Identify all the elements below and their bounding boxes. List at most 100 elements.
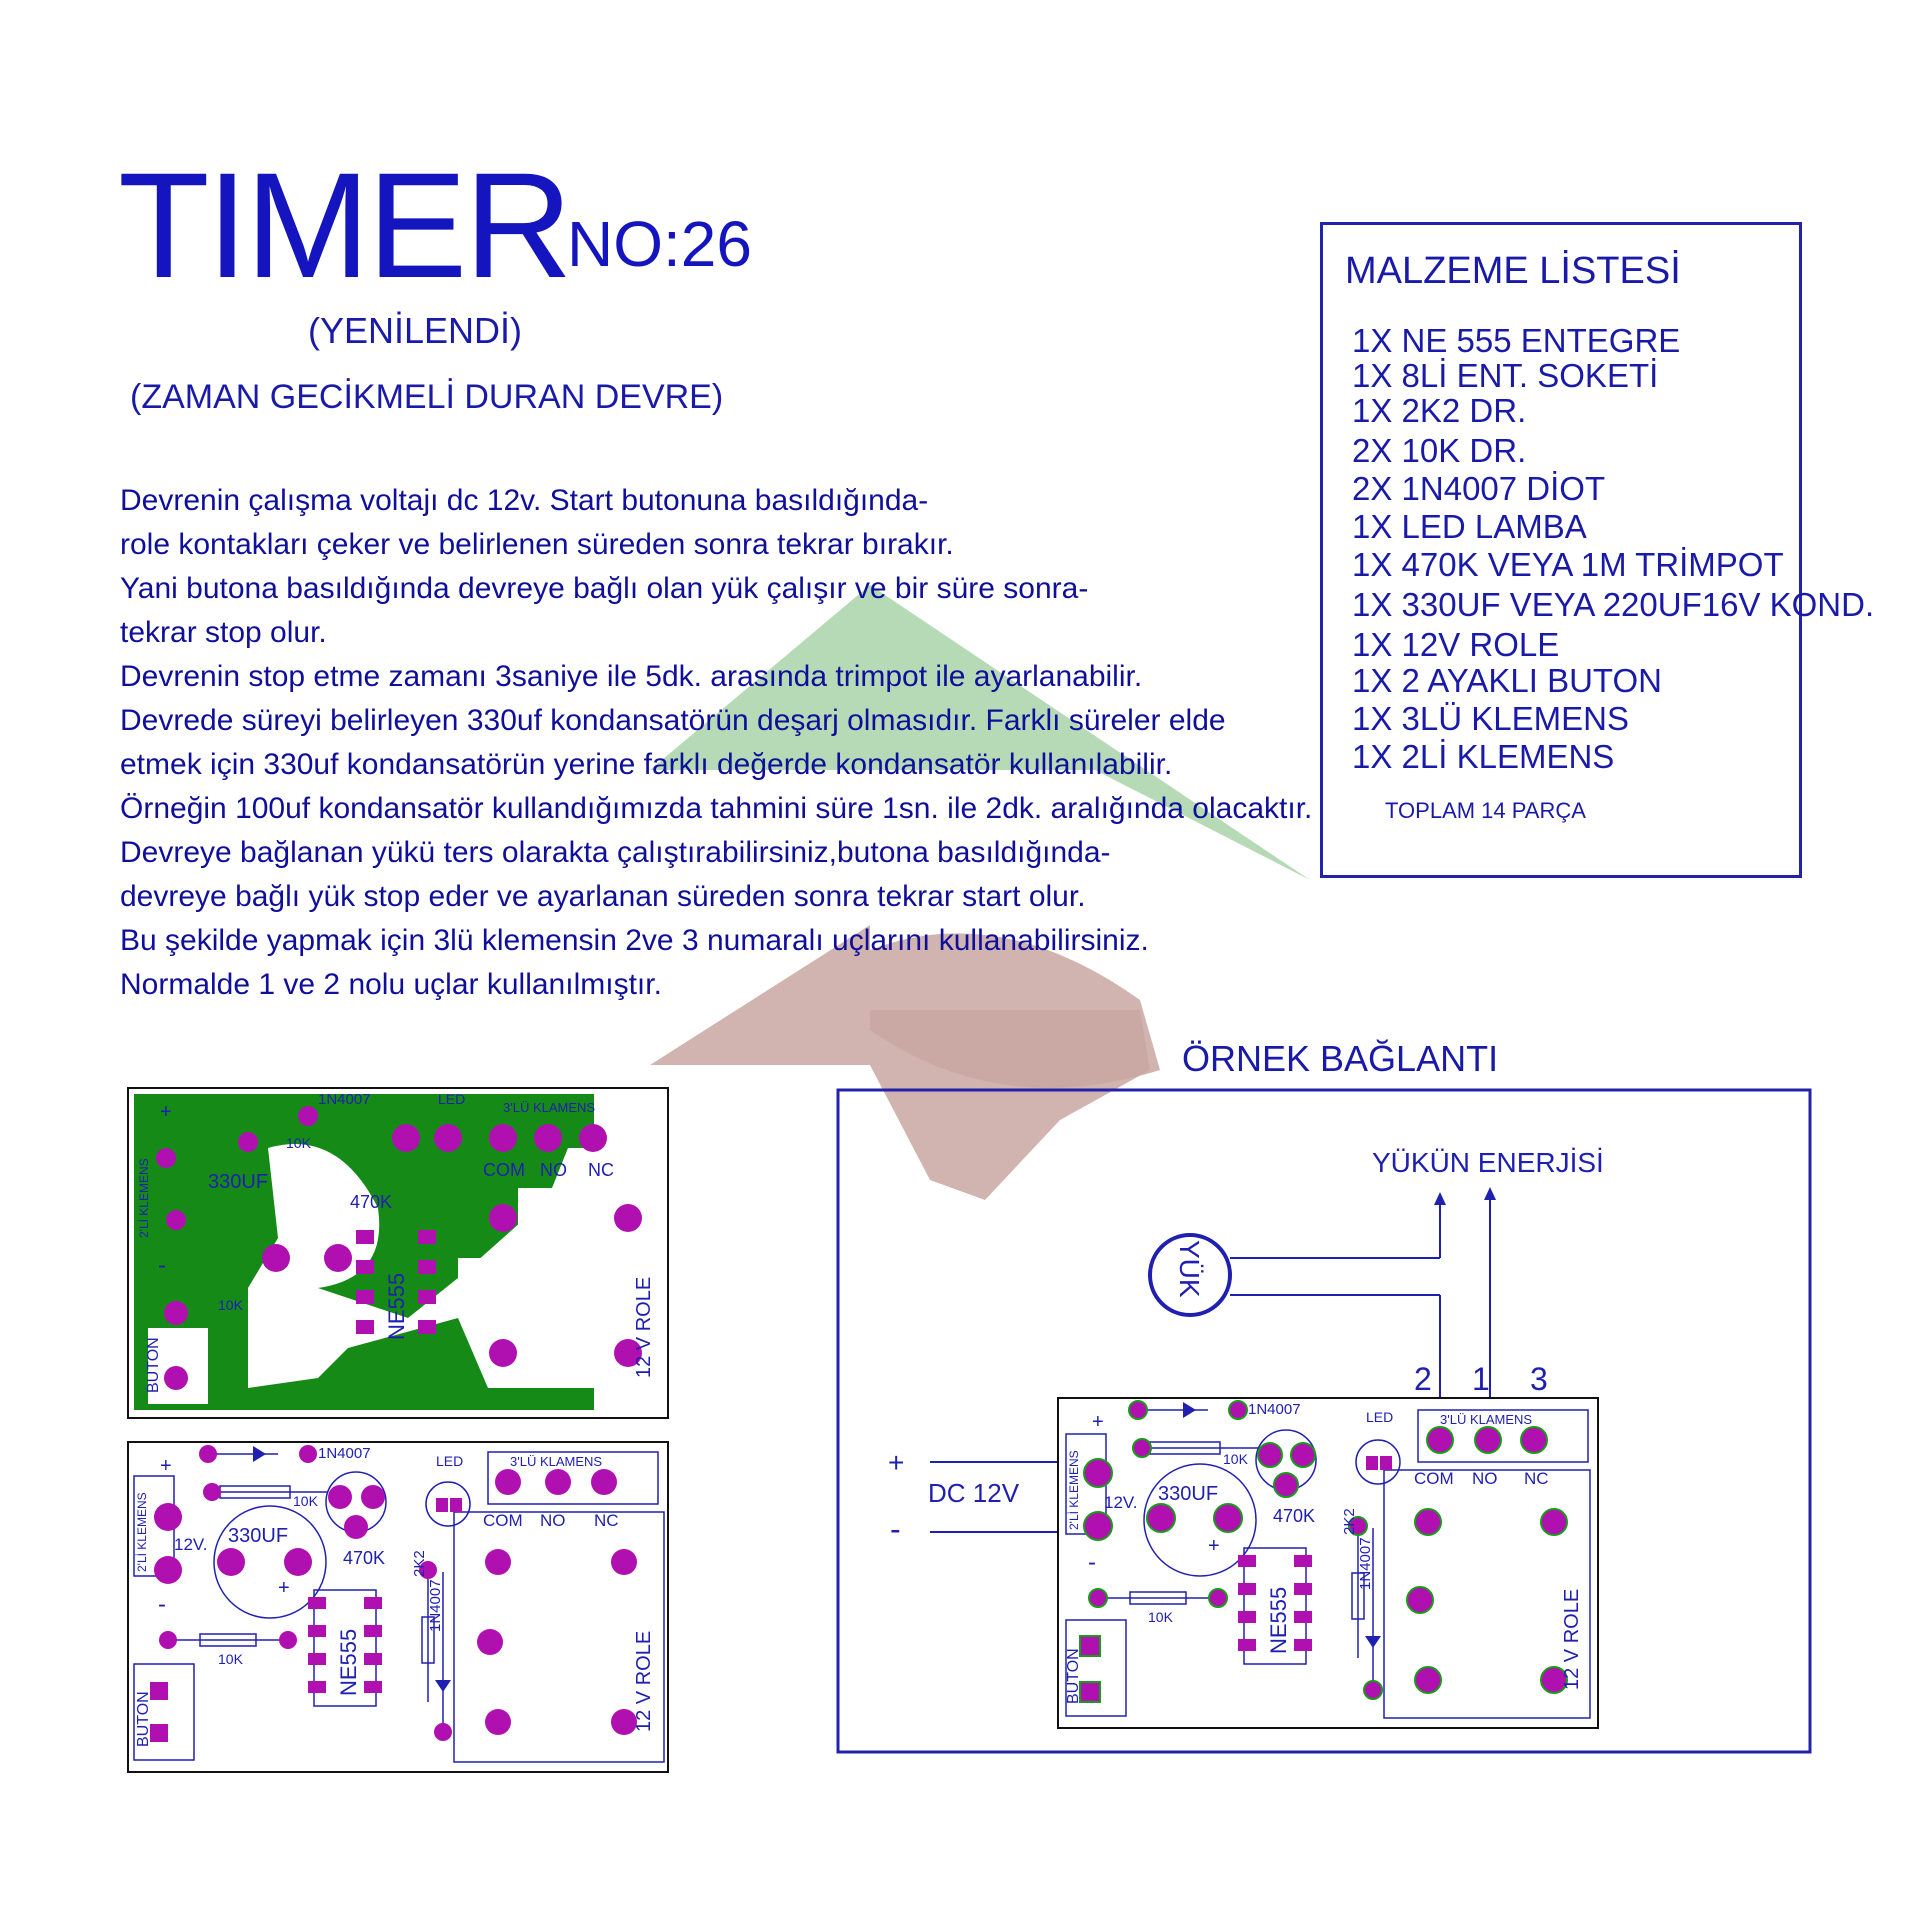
parts-list-item: 1X NE 555 ENTEGRE	[1352, 322, 1681, 359]
pcb2-10k-b-label: 10K	[218, 1651, 244, 1667]
example-connection-title: ÖRNEK BAĞLANTI	[1182, 1038, 1499, 1079]
description-line: Devrenin çalışma voltajı dc 12v. Start b…	[120, 484, 929, 517]
pcb1-no-label: NO	[540, 1160, 567, 1180]
parts-list-item: 1X 2Lİ KLEMENS	[1352, 738, 1615, 775]
pcb2-relay-label: 12 V ROLE	[633, 1631, 655, 1732]
pcb3-no-label: NO	[1472, 1469, 1498, 1488]
description-line: Devrenin stop etme zamanı 3saniye ile 5d…	[120, 660, 1143, 693]
pcb2-12v-label: 12V.	[174, 1535, 207, 1554]
pcb-copper-view: + 1N4007 LED 3'LÜ KLAMENS COM NO NC 330U…	[127, 1087, 669, 1419]
pcb3-led-label: LED	[1366, 1409, 1393, 1425]
pcb2-10k-label: 10K	[293, 1493, 319, 1509]
pcb1-diode-label: 1N4007	[318, 1091, 371, 1108]
pcb2-trimpot-label: 470K	[343, 1548, 385, 1568]
parts-list-item: 1X 330UF VEYA 220UF16V KOND.	[1352, 586, 1875, 623]
pcb1-relay-label: 12 V ROLE	[633, 1277, 655, 1378]
parts-list-title: MALZEME LİSTESİ	[1345, 250, 1681, 292]
pcb3-com-label: COM	[1414, 1469, 1454, 1488]
page-title: TIMER	[118, 141, 573, 309]
parts-list-item: 1X 3LÜ KLEMENS	[1352, 700, 1629, 737]
parts-list-item: 1X 470K VEYA 1M TRİMPOT	[1352, 546, 1784, 583]
pcb1-terminal2-label: 2'Lİ KLEMENS	[137, 1158, 151, 1238]
pcb1-ic-label: NE555	[384, 1273, 409, 1340]
description-line: tekrar stop olur.	[120, 616, 327, 649]
pcb2-cap-plus-label: +	[278, 1577, 290, 1599]
pcb1-10k-b-label: 10K	[218, 1297, 244, 1313]
supply-label: DC 12V	[928, 1478, 1020, 1508]
pcb3-diode-label: 1N4007	[1248, 1401, 1301, 1418]
parts-list-item: 1X 8Lİ ENT. SOKETİ	[1352, 357, 1659, 394]
pcb3-ic-label: NE555	[1266, 1587, 1291, 1654]
parts-list-item: 2X 1N4007 DİOT	[1352, 470, 1606, 507]
description-line: Örneğin 100uf kondansatör kullandığımızd…	[120, 792, 1313, 825]
terminal-number-1: 1	[1472, 1361, 1490, 1397]
pcb3-trimpot-label: 470K	[1273, 1506, 1315, 1526]
pcb2-terminal2-label: 2'Lİ KLEMENS	[135, 1492, 149, 1572]
pcb1-trimpot-label: 470K	[350, 1192, 392, 1212]
pcb1-cap-label: 330UF	[208, 1171, 268, 1193]
pcb1-nc-label: NC	[588, 1160, 614, 1180]
pcb3-plus-label: +	[1092, 1411, 1104, 1433]
pcb1-terminal3-label: 3'LÜ KLAMENS	[503, 1100, 595, 1115]
supply-plus-label: +	[888, 1447, 904, 1478]
pcb1-button-label: BUTON	[145, 1337, 162, 1393]
pcb1-minus-label: -	[158, 1252, 166, 1279]
pcb2-diode-label: 1N4007	[318, 1445, 371, 1462]
pcb1-led-label: LED	[438, 1091, 465, 1107]
description-line: role kontakları çeker ve belirlenen süre…	[120, 528, 954, 561]
parts-list-item: 1X 2K2 DR.	[1352, 392, 1527, 429]
pcb2-cap-label: 330UF	[228, 1525, 288, 1547]
renewed-label: (YENİLENDİ)	[308, 310, 523, 351]
pcb3-minus-label: -	[1088, 1549, 1096, 1576]
pcb1-plus-label: +	[160, 1101, 172, 1123]
description-line: Devrede süreyi belirleyen 330uf kondansa…	[120, 704, 1226, 737]
parts-list-item: 1X 2 AYAKLI BUTON	[1352, 662, 1662, 699]
pcb3-terminal3-label: 3'LÜ KLAMENS	[1440, 1412, 1532, 1427]
description-line: devreye bağlı yük stop eder ve ayarlanan…	[120, 880, 1086, 913]
pcb3-diode2-label: 1N4007	[1357, 1537, 1374, 1590]
parts-total: TOPLAM 14 PARÇA	[1385, 798, 1586, 823]
pcb2-com-label: COM	[483, 1511, 523, 1530]
supply-minus-label: -	[890, 1511, 901, 1547]
pcb2-minus-label: -	[158, 1591, 166, 1618]
pcb3-button-label: BUTON	[1065, 1648, 1082, 1704]
load-energy-label: YÜKÜN ENERJİSİ	[1372, 1147, 1604, 1178]
description-line: Devreye bağlanan yükü ters olarakta çalı…	[120, 836, 1111, 869]
pcb3-nc-label: NC	[1524, 1469, 1549, 1488]
pcb2-ic-label: NE555	[336, 1629, 361, 1696]
subtitle: (ZAMAN GECİKMELİ DURAN DEVRE)	[130, 378, 724, 416]
pcb2-led-label: LED	[436, 1453, 463, 1469]
pcb3-10k-b-label: 10K	[1148, 1609, 1174, 1625]
pcb2-terminal3-label: 3'LÜ KLAMENS	[510, 1454, 602, 1469]
parts-list-item: 2X 10K DR.	[1352, 432, 1527, 469]
pcb3-2k2-label: 2K2	[1341, 1508, 1358, 1535]
example-connection: YÜK YÜKÜN ENERJİSİ 2 1 3 + - DC 12V	[836, 1088, 1812, 1754]
watermark-logo	[650, 585, 1310, 1200]
pcb1-10k-label: 10K	[286, 1135, 312, 1151]
description-line: etmek için 330uf kondansatörün yerine fa…	[120, 748, 1173, 781]
pcb2-no-label: NO	[540, 1511, 566, 1530]
pcb2-diode2-label: 1N4007	[427, 1579, 444, 1632]
project-number: NO:26	[567, 208, 752, 280]
description-line: Yani butona basıldığında devreye bağlı o…	[120, 572, 1089, 605]
load-label: YÜK	[1174, 1240, 1205, 1298]
pcb3-12v-label: 12V.	[1104, 1493, 1137, 1512]
pcb2-nc-label: NC	[594, 1511, 619, 1530]
pcb1-com-label: COM	[483, 1160, 525, 1180]
pcb2-plus-label: +	[160, 1455, 172, 1477]
pcb-component-view: + 1N4007 LED 3'LÜ KLAMENS COM NO NC 330U…	[127, 1441, 669, 1773]
description-line: Normalde 1 ve 2 nolu uçlar kullanılmıştı…	[120, 968, 662, 1001]
terminal-number-2: 2	[1414, 1361, 1432, 1397]
parts-list-box	[1320, 222, 1802, 878]
pcb3-cap-plus-label: +	[1208, 1535, 1220, 1557]
parts-list-item: 1X 12V ROLE	[1352, 626, 1560, 663]
pcb3-cap-label: 330UF	[1158, 1483, 1218, 1505]
pcb2-2k2-label: 2K2	[411, 1550, 428, 1577]
parts-list-item: 1X LED LAMBA	[1352, 508, 1587, 545]
pcb3-10k-label: 10K	[1223, 1451, 1249, 1467]
description-line: Bu şekilde yapmak için 3lü klemensin 2ve…	[120, 924, 1149, 957]
terminal-number-3: 3	[1530, 1361, 1548, 1397]
pcb2-button-label: BUTON	[135, 1691, 152, 1747]
pcb3-relay-label: 12 V ROLE	[1561, 1589, 1583, 1690]
